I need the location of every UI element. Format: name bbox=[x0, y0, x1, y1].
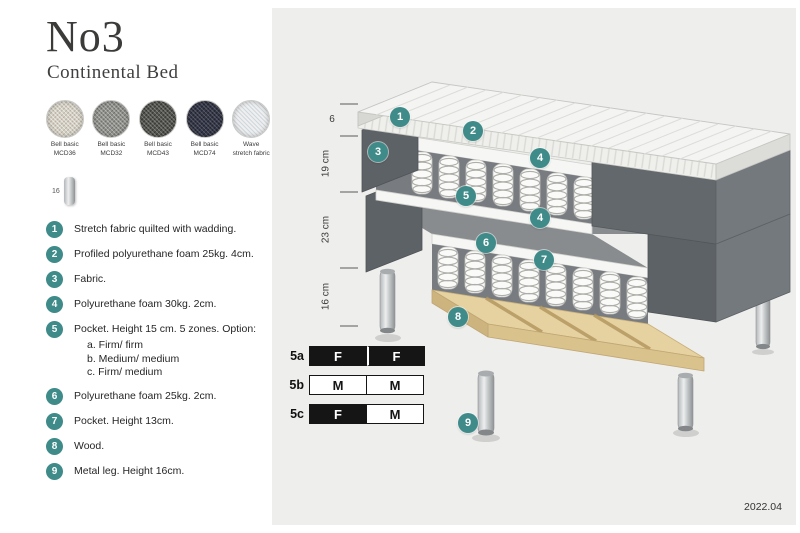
leg-height-label: 16 bbox=[52, 188, 60, 196]
legend-badge: 5 bbox=[46, 321, 63, 339]
legend-badge: 3 bbox=[46, 271, 63, 289]
dimension-label: 16 cm bbox=[320, 282, 332, 311]
callout-1: 1 bbox=[390, 107, 410, 127]
leg-thumbnail: 16 bbox=[52, 171, 272, 206]
legend-text: Polyurethane foam 30kg. 2cm. bbox=[74, 298, 217, 311]
parts-legend: 1 Stretch fabric quilted with wadding. 2… bbox=[46, 221, 272, 480]
callout-9: 9 bbox=[458, 413, 478, 433]
firmness-row: 5a F F bbox=[282, 346, 425, 366]
page-title: No3 bbox=[46, 12, 125, 61]
firmness-cell: F bbox=[309, 404, 367, 424]
version-label: 2022.04 bbox=[744, 501, 782, 513]
legend-badge: 9 bbox=[46, 462, 63, 480]
pocket-option: a. Firm/ firm bbox=[87, 339, 143, 352]
legend-badge: 7 bbox=[46, 412, 63, 430]
callout-3: 3 bbox=[368, 142, 388, 162]
page-subtitle: Continental Bed bbox=[47, 62, 179, 84]
callout-5: 5 bbox=[456, 186, 476, 206]
legend-item: 5 Pocket. Height 15 cm. 5 zones. Option:… bbox=[46, 321, 272, 380]
pocket-option: c. Firm/ medium bbox=[87, 366, 163, 379]
metal-leg bbox=[477, 370, 495, 436]
firmness-table: 5a F F 5b M M 5c F M bbox=[282, 346, 425, 433]
firmness-row-label: 5c bbox=[290, 407, 304, 421]
fabric-swatch-icon bbox=[45, 100, 84, 139]
firmness-row: 5b M M bbox=[282, 375, 425, 395]
legend-text: Profiled polyurethane foam 25kg. 4cm. bbox=[74, 248, 254, 261]
legend-item: 4 Polyurethane foam 30kg. 2cm. bbox=[46, 296, 272, 314]
dimension-label: 19 cm bbox=[320, 149, 332, 178]
lower-box bbox=[365, 173, 791, 372]
legend-text: Metal leg. Height 16cm. bbox=[74, 464, 185, 477]
firmness-cell: M bbox=[309, 375, 367, 395]
legend-text: Fabric. bbox=[74, 273, 107, 286]
fabric-swatch-icon bbox=[138, 100, 177, 139]
legend-item: 9 Metal leg. Height 16cm. bbox=[46, 462, 272, 480]
pocket-options: a. Firm/ firm b. Medium/ medium c. Firm/… bbox=[87, 339, 256, 380]
firmness-row: 5c F M bbox=[282, 404, 425, 424]
bed-cutaway-illustration bbox=[340, 81, 791, 442]
callout-2: 2 bbox=[463, 121, 483, 141]
metal-leg bbox=[677, 372, 694, 432]
legend-badge: 6 bbox=[46, 387, 63, 405]
legend-badge: 2 bbox=[46, 246, 63, 264]
dimension-label: 23 cm bbox=[320, 215, 332, 244]
legend-badge: 8 bbox=[46, 437, 63, 455]
legend-item: 7 Pocket. Height 13cm. bbox=[46, 412, 272, 430]
metal-leg bbox=[379, 268, 396, 334]
callout-6: 6 bbox=[476, 233, 496, 253]
legend-text: Wood. bbox=[74, 439, 105, 452]
pocket-option: b. Medium/ medium bbox=[87, 352, 180, 365]
firmness-cell: F bbox=[309, 346, 367, 366]
callout-4b: 4 bbox=[530, 208, 550, 228]
legend-badge: 4 bbox=[46, 296, 63, 314]
firmness-row-label: 5b bbox=[289, 378, 304, 392]
legend-item: 1 Stretch fabric quilted with wadding. bbox=[46, 221, 272, 239]
legend-item: 6 Polyurethane foam 25kg. 2cm. bbox=[46, 387, 272, 405]
callout-7: 7 bbox=[534, 250, 554, 270]
legend-text: Pocket. Height 13cm. bbox=[74, 414, 174, 427]
fabric-swatch-icon bbox=[185, 100, 224, 139]
legend-text: Stretch fabric quilted with wadding. bbox=[74, 223, 237, 236]
firmness-cell: M bbox=[366, 404, 424, 424]
fabric-swatch-icon bbox=[92, 100, 131, 139]
firmness-cell: M bbox=[366, 375, 424, 395]
metal-leg-icon bbox=[63, 177, 75, 206]
leg-shadows bbox=[375, 334, 774, 442]
firmness-row-label: 5a bbox=[290, 349, 304, 363]
firmness-cell: F bbox=[367, 346, 425, 366]
dimension-ticks bbox=[340, 103, 358, 327]
diagram-panel: 6 19 cm 23 cm 16 cm 1 2 3 4 4 5 6 7 8 9 … bbox=[272, 8, 796, 525]
legend-text: Polyurethane foam 25kg. 2cm. bbox=[74, 389, 217, 402]
legend-item: 3 Fabric. bbox=[46, 271, 272, 289]
legend-text: Pocket. Height 15 cm. 5 zones. Option: a… bbox=[74, 323, 257, 380]
legend-item: 8 Wood. bbox=[46, 437, 272, 455]
callout-4: 4 bbox=[530, 148, 550, 168]
metal-legs bbox=[379, 268, 771, 436]
legend-badge: 1 bbox=[46, 221, 63, 239]
legend-item: 2 Profiled polyurethane foam 25kg. 4cm. bbox=[46, 246, 272, 264]
quilt-stripes bbox=[375, 84, 773, 162]
callout-8: 8 bbox=[448, 307, 468, 327]
top-mattress bbox=[357, 81, 791, 181]
dimension-label: 6 bbox=[329, 114, 335, 125]
fabric-swatch-icon bbox=[232, 100, 271, 139]
